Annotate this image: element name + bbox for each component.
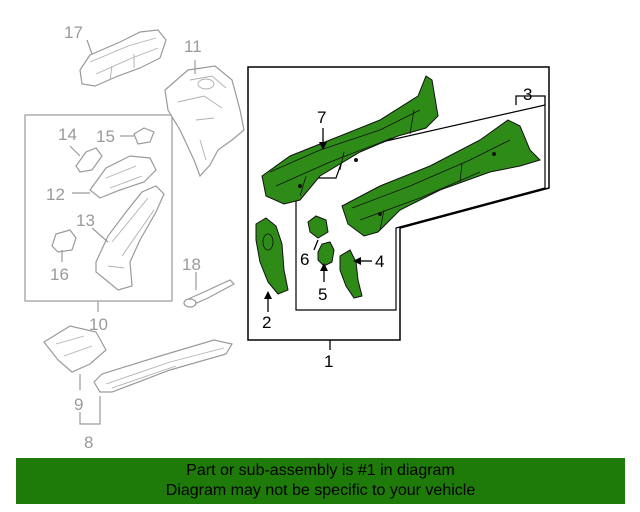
info-banner: Part or sub-assembly is #1 in diagram Di… bbox=[16, 458, 625, 504]
callout-5: 5 bbox=[318, 285, 327, 304]
part-14[interactable] bbox=[75, 147, 103, 173]
arrow-7 bbox=[319, 142, 327, 150]
assembly-outline-1 bbox=[247, 66, 550, 341]
part-15[interactable] bbox=[133, 127, 155, 145]
callout-1: 1 bbox=[324, 352, 333, 371]
callout-3: 3 bbox=[523, 85, 532, 104]
part-18[interactable] bbox=[183, 279, 235, 308]
part-8[interactable] bbox=[93, 339, 233, 393]
part-5[interactable] bbox=[317, 241, 335, 267]
callout-6: 6 bbox=[300, 250, 309, 269]
callout-9: 9 bbox=[74, 395, 83, 414]
callout-18: 18 bbox=[182, 255, 201, 274]
exploded-parts-diagram: 17 11 14 15 12 13 16 10 18 bbox=[24, 23, 550, 452]
callout-8: 8 bbox=[84, 433, 93, 452]
part-13[interactable] bbox=[95, 185, 165, 291]
leader-3 bbox=[515, 95, 546, 105]
callout-4: 4 bbox=[375, 252, 384, 271]
callout-16: 16 bbox=[50, 265, 69, 284]
banner-line-1: Part or sub-assembly is #1 in diagram bbox=[186, 462, 455, 479]
banner-line-2: Diagram may not be specific to your vehi… bbox=[165, 482, 476, 499]
subassembly-outline-3 bbox=[295, 104, 546, 311]
leader-8 bbox=[79, 396, 101, 425]
callout-11: 11 bbox=[184, 37, 202, 56]
part-3[interactable] bbox=[341, 119, 541, 237]
part-17[interactable] bbox=[79, 29, 167, 87]
arrow-2 bbox=[264, 291, 272, 299]
part-4[interactable] bbox=[339, 249, 363, 299]
callout-17: 17 bbox=[64, 23, 83, 42]
callout-13: 13 bbox=[76, 211, 95, 230]
part-6[interactable] bbox=[307, 215, 329, 239]
callout-15: 15 bbox=[96, 127, 115, 146]
leader-14 bbox=[69, 145, 81, 157]
part-12[interactable] bbox=[89, 155, 157, 199]
part-11[interactable] bbox=[164, 65, 245, 178]
callout-7: 7 bbox=[317, 108, 326, 127]
part-9[interactable] bbox=[43, 325, 107, 373]
leader-6 bbox=[313, 239, 319, 251]
part-16[interactable] bbox=[51, 229, 77, 253]
arrow-4 bbox=[353, 257, 361, 265]
callout-2: 2 bbox=[262, 313, 271, 332]
part-2[interactable] bbox=[255, 217, 289, 295]
arrow-5 bbox=[320, 263, 328, 271]
callout-14: 14 bbox=[58, 125, 77, 144]
leader-13 bbox=[91, 227, 109, 243]
callout-12: 12 bbox=[46, 185, 65, 204]
leader-17 bbox=[86, 39, 93, 55]
part-7[interactable] bbox=[261, 75, 439, 205]
callout-10: 10 bbox=[89, 315, 108, 334]
